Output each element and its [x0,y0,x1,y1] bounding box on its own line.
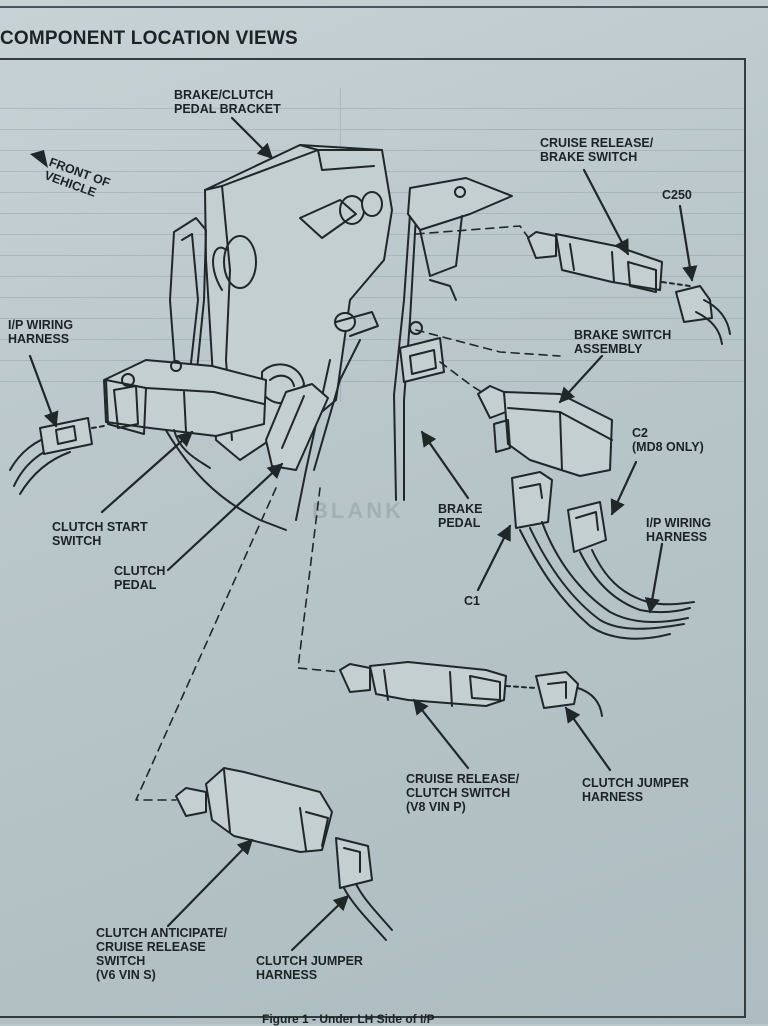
pedal-bracket [159,144,513,531]
clutch-anticipate-switch-label: CLUTCH ANTICIPATE/ CRUISE RELEASE SWITCH… [96,926,228,982]
ip-wiring-harness-right-label: I/P WIRING HARNESS [646,516,712,544]
front-of-vehicle-arrow [30,150,48,168]
clutch-start-switch-part [9,359,267,495]
cruise-release-brake-switch-label: CRUISE RELEASE/ BRAKE SWITCH [540,136,654,164]
cruise-release-brake-switch-part [527,231,731,345]
brake-switch-assembly-part [477,385,695,640]
figure-frame [0,58,746,1018]
show-through-word: BLANK [312,498,404,523]
routing-dashes [135,225,561,801]
leader-arrows [28,116,698,952]
c2-label: C2 (MD8 ONLY) [632,426,704,454]
section-title: COMPONENT LOCATION VIEWS [0,28,298,49]
c1-label: C1 [464,594,480,608]
clutch-anticipate-switch-part [175,767,393,941]
brake-clutch-pedal-bracket-label: BRAKE/CLUTCH PEDAL BRACKET [174,88,281,116]
top-rule [0,0,768,8]
clutch-pedal-label: CLUTCH PEDAL [114,564,166,592]
cruise-release-clutch-switch-part [339,661,603,717]
clutch-jumper-harness-right-label: CLUTCH JUMPER HARNESS [582,776,689,804]
c250-label: C250 [662,188,692,202]
brake-pedal-label: BRAKE PEDAL [438,502,483,530]
clutch-start-switch-label: CLUTCH START SWITCH [52,520,148,548]
figure-caption: Figure 1 - Under LH Side of I/P [262,1012,435,1026]
brake-switch-assembly-label: BRAKE SWITCH ASSEMBLY [574,328,672,356]
cruise-release-clutch-switch-label: CRUISE RELEASE/ CLUTCH SWITCH (V8 VIN P) [406,772,520,814]
ip-wiring-harness-left-label: I/P WIRING HARNESS [8,318,74,346]
clutch-jumper-harness-bottom-label: CLUTCH JUMPER HARNESS [256,954,363,982]
